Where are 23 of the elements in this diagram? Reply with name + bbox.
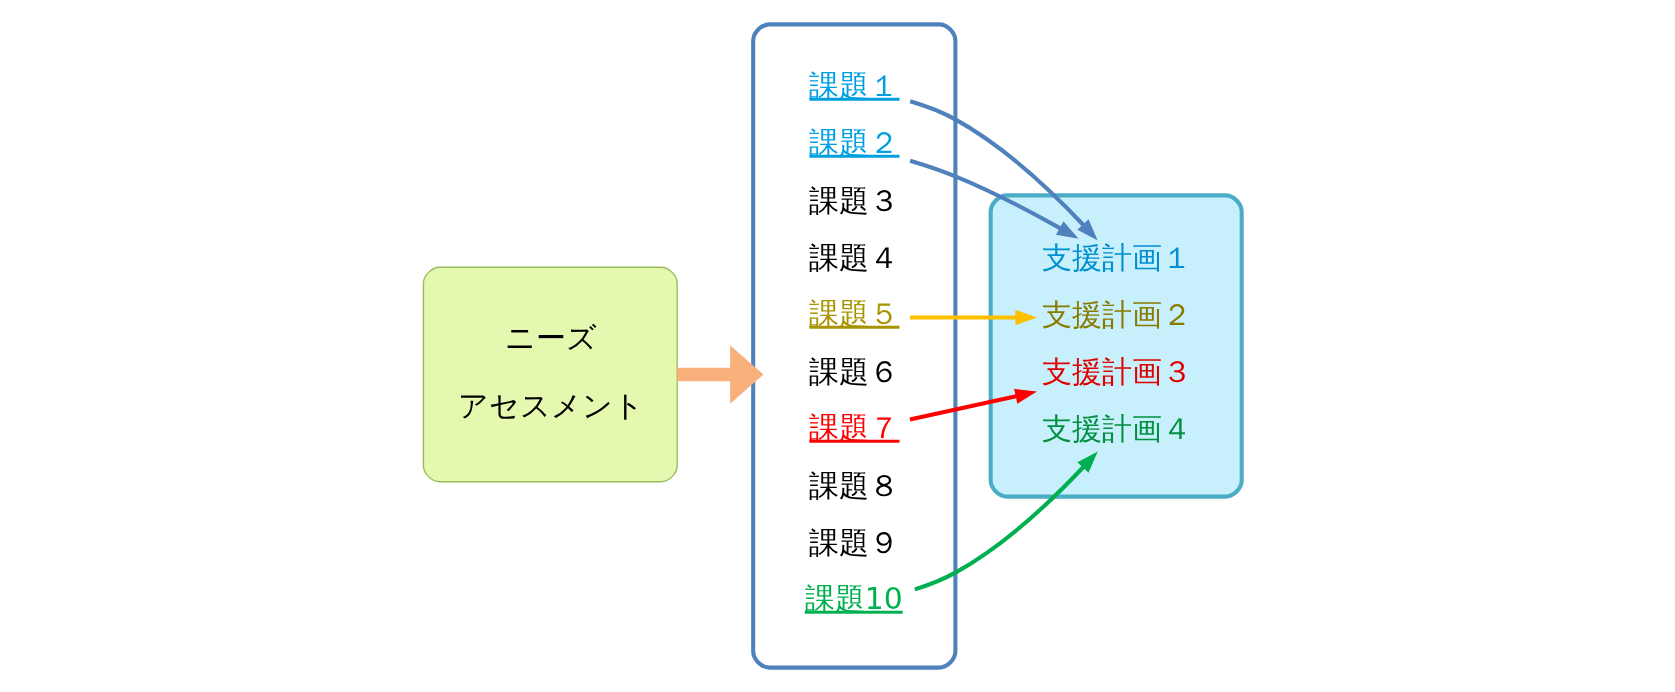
node-text: 支援計画３ [1041,354,1192,390]
node-text: 課題６ [809,354,899,390]
node-text: 課題４ [809,240,899,276]
node-text: 課題８ [809,468,899,504]
node-text: 課題７ [809,409,899,445]
arrow [909,309,1037,326]
node-text: 課題３ [809,183,899,219]
cluster [750,22,957,670]
node-text: 支援計画２ [1041,297,1192,333]
arrow [913,451,1098,592]
node-text: 支援計画１ [1041,240,1192,276]
arrow [909,99,1098,241]
node-text: 支援計画４ [1041,411,1192,447]
node-text: 課題２ [809,124,899,160]
node-text: 課題９ [809,525,899,561]
arrow [676,345,763,404]
node-text: 課題10 [804,580,903,616]
node-text: 課題１ [809,67,899,103]
node-text: 課題５ [809,295,899,331]
node-box: ニーズ アセスメント [422,266,678,483]
cluster [988,193,1244,499]
arrow [909,158,1079,239]
arrow [909,388,1037,422]
